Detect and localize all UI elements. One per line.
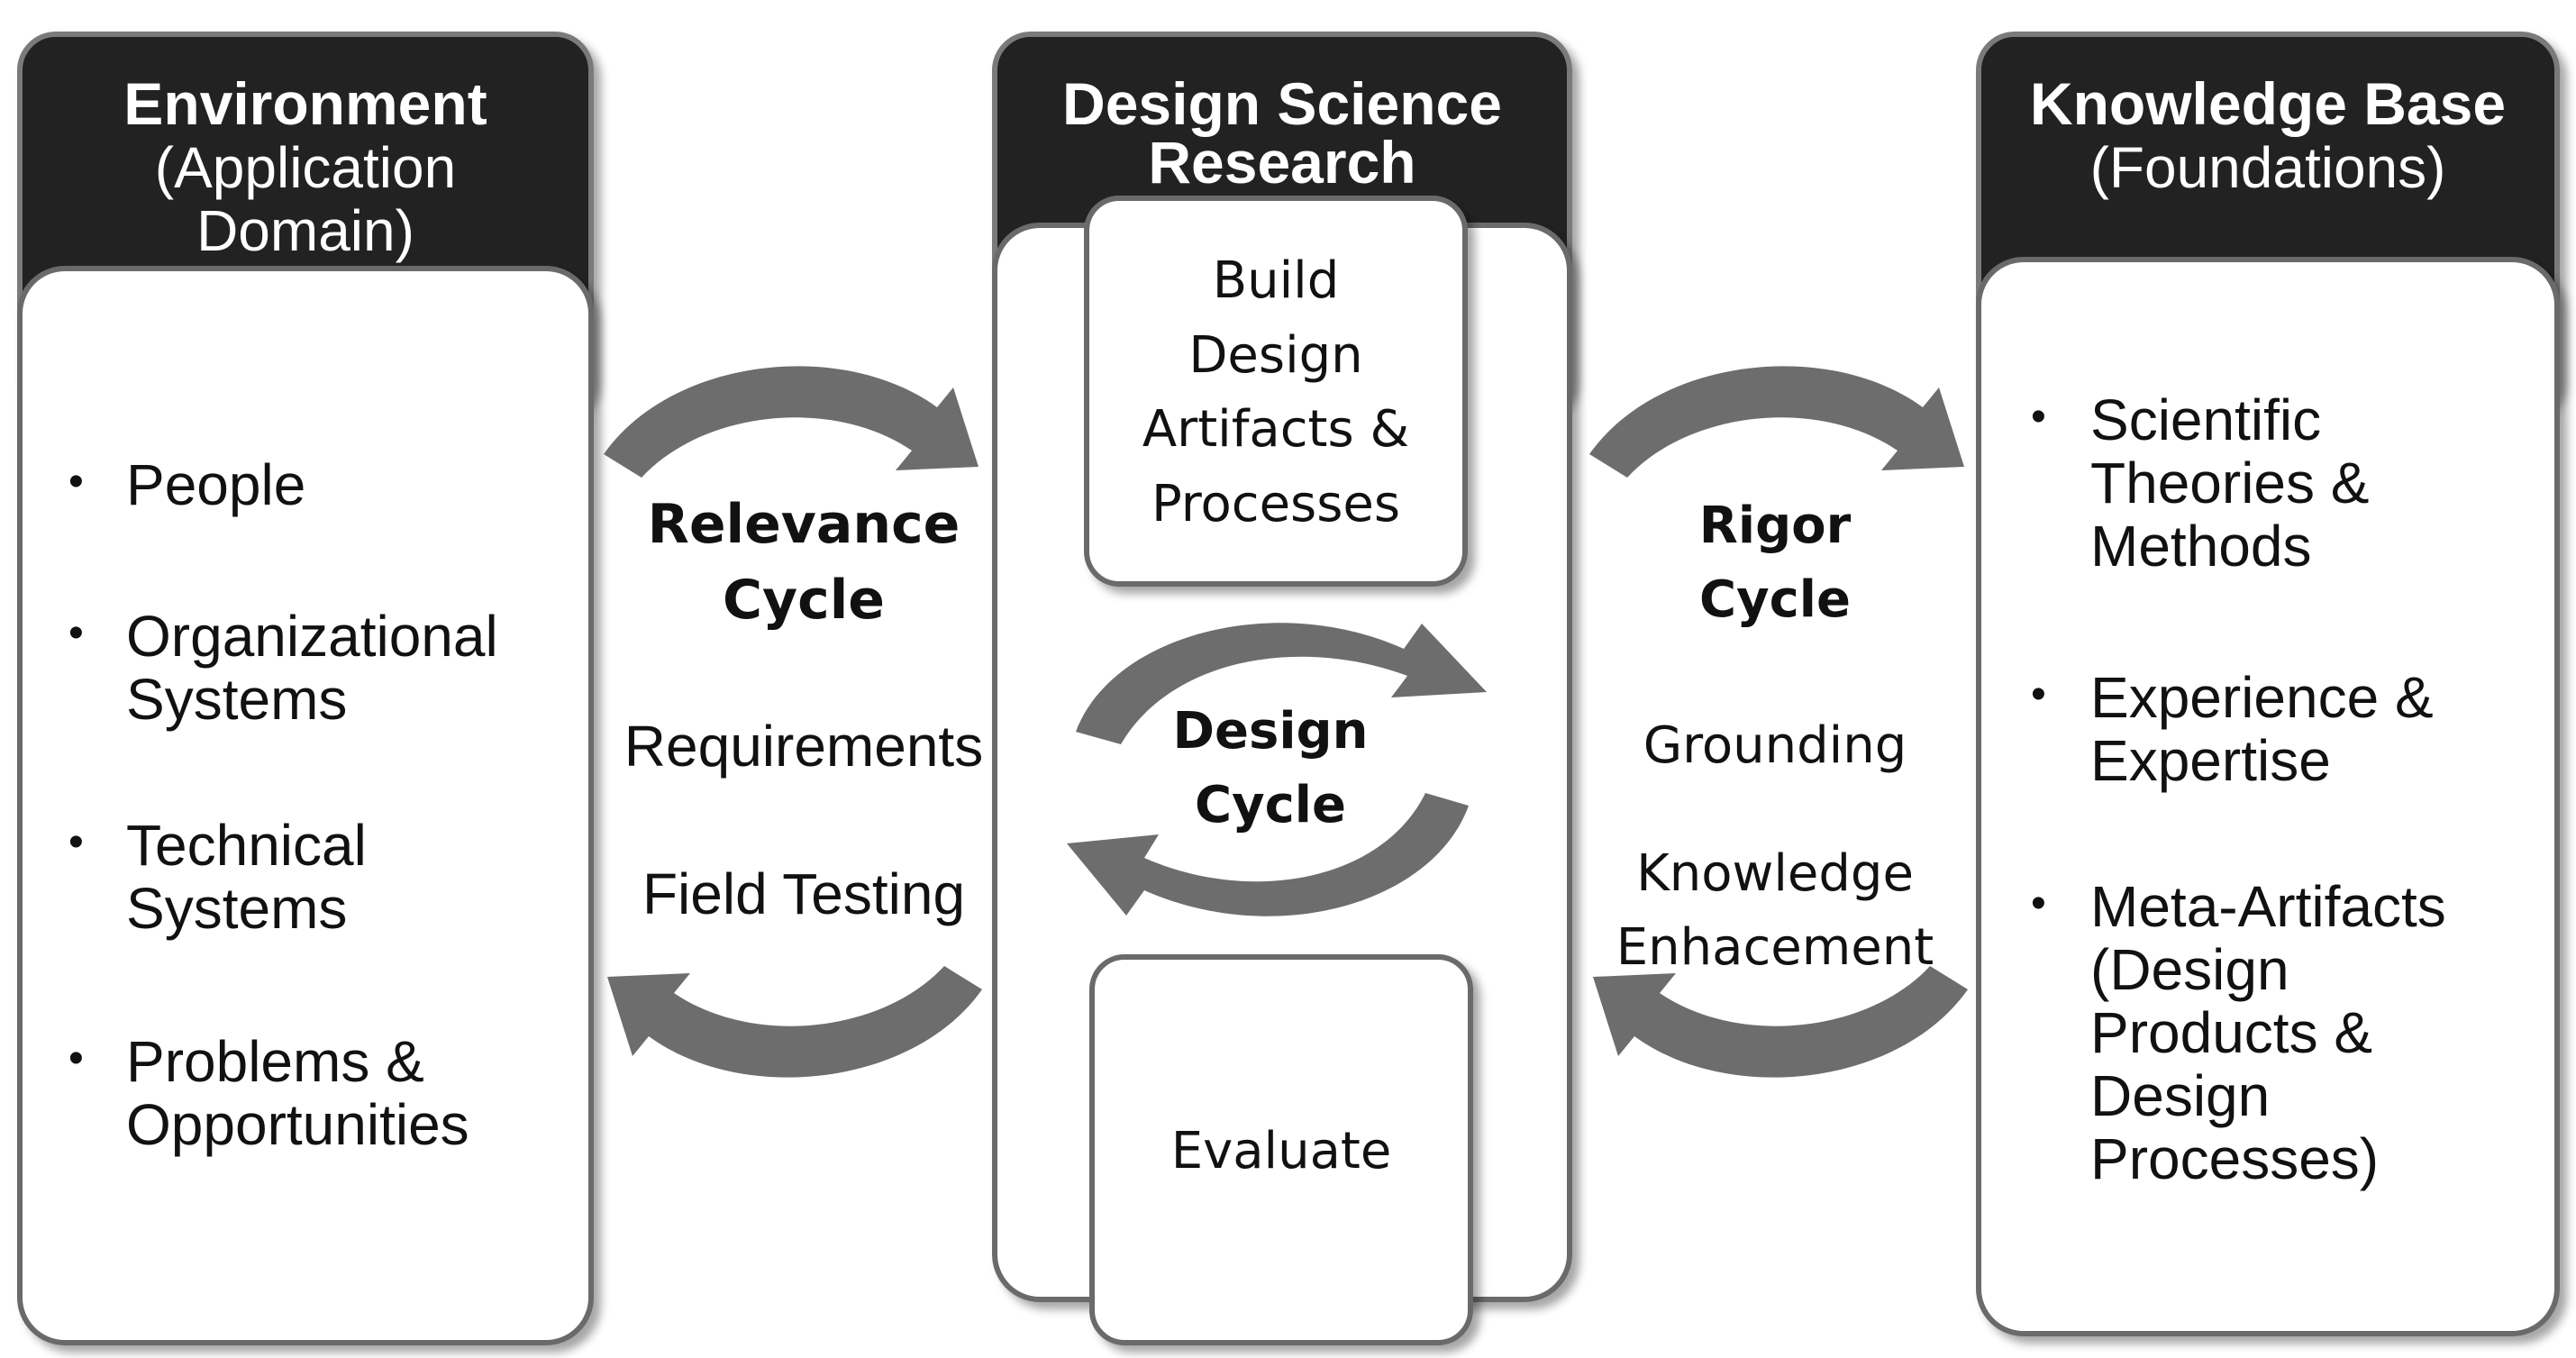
environment-subtitle-line2: Domain): [196, 198, 414, 263]
rigor-top-arrow: [1589, 366, 1964, 478]
kb-item-scientific-line2: Theories &: [2090, 451, 2369, 515]
bullet-dot: •: [68, 458, 84, 506]
rigor-cycle-line2: Cycle: [1699, 570, 1851, 629]
kb-item-scientific-line1: Scientific: [2090, 387, 2321, 452]
bullet-dot: •: [2031, 880, 2046, 927]
environment-panel: [17, 266, 594, 1345]
evaluate-label: Evaluate: [1171, 1122, 1392, 1180]
knowledge-base-subtitle: (Foundations): [2090, 135, 2446, 200]
relevance-requirements-label: Requirements: [624, 714, 983, 779]
build-box-line4: Processes: [1151, 475, 1400, 533]
environment-item-technical-line1: Technical: [126, 813, 367, 878]
environment-list: • People • Organizational Systems • Tech…: [68, 452, 498, 1157]
knowledge-base-panel: [1976, 257, 2560, 1336]
kb-item-scientific-line3: Methods: [2090, 514, 2311, 579]
knowledge-base-list: • Scientific Theories & Methods • Experi…: [2031, 387, 2446, 1191]
environment-item-organizational-line2: Systems: [126, 667, 347, 732]
rigor-cycle-line1: Rigor: [1699, 497, 1852, 555]
evaluate-box: [1089, 954, 1473, 1345]
kb-item-meta-line3: Products &: [2090, 1000, 2372, 1065]
build-box-line2: Design: [1188, 326, 1362, 385]
rigor-knowledge-label-line2: Enhacement: [1616, 918, 1934, 977]
dsr-title-line1: Design Science: [1062, 70, 1502, 137]
kb-item-meta-line2: (Design: [2090, 937, 2289, 1002]
environment-title: Environment: [123, 70, 487, 137]
build-box-line1: Build: [1213, 251, 1340, 310]
dsr-title-line2: Research: [1148, 129, 1415, 196]
bullet-dot: •: [68, 609, 84, 657]
knowledge-base-column: Knowledge Base (Foundations) • Scientifi…: [1976, 32, 2560, 1336]
bullet-dot: •: [2031, 670, 2046, 718]
environment-item-technical-line2: Systems: [126, 876, 347, 941]
environment-item-problems-line2: Opportunities: [126, 1092, 469, 1157]
design-cycle-line1: Design: [1173, 702, 1369, 761]
relevance-field-testing-label: Field Testing: [642, 861, 965, 926]
relevance-cycle: Relevance Cycle Requirements Field Testi…: [604, 366, 983, 1078]
bullet-dot: •: [2031, 393, 2046, 441]
relevance-cycle-line2: Cycle: [723, 569, 885, 632]
dsr-column: Design Science Research Build Design Art…: [992, 32, 1572, 1345]
kb-item-meta-line1: Meta-Artifacts: [2090, 874, 2446, 939]
design-cycle-bottom-arrow: [1067, 793, 1469, 916]
relevance-bottom-arrow: [607, 966, 982, 1078]
kb-item-experience-line1: Experience &: [2090, 665, 2434, 730]
kb-item-meta-line5: Processes): [2090, 1126, 2379, 1191]
rigor-cycle: Rigor Cycle Grounding Knowledge Enhaceme…: [1589, 366, 1968, 1078]
build-box-line3: Artifacts &: [1142, 400, 1409, 459]
environment-column: Environment (Application Domain) • Peopl…: [17, 32, 594, 1345]
bullet-dot: •: [68, 1034, 84, 1082]
design-cycle-line2: Cycle: [1195, 776, 1346, 834]
bullet-dot: •: [68, 818, 84, 866]
design-cycle-top-arrow: [1076, 623, 1487, 744]
relevance-top-arrow: [604, 366, 979, 478]
kb-item-meta-line4: Design: [2090, 1063, 2270, 1128]
environment-subtitle-line1: (Application: [155, 135, 456, 200]
knowledge-base-title: Knowledge Base: [2030, 70, 2506, 137]
environment-item-problems-line1: Problems &: [126, 1029, 424, 1094]
rigor-bottom-arrow: [1593, 966, 1968, 1078]
relevance-cycle-line1: Relevance: [648, 493, 960, 556]
environment-item-people: People: [126, 452, 305, 517]
build-artifacts-box: [1084, 196, 1468, 587]
environment-item-organizational-line1: Organizational: [126, 604, 498, 669]
rigor-grounding-label: Grounding: [1643, 716, 1907, 775]
kb-item-experience-line2: Expertise: [2090, 728, 2331, 793]
rigor-knowledge-label-line1: Knowledge: [1636, 844, 1914, 903]
